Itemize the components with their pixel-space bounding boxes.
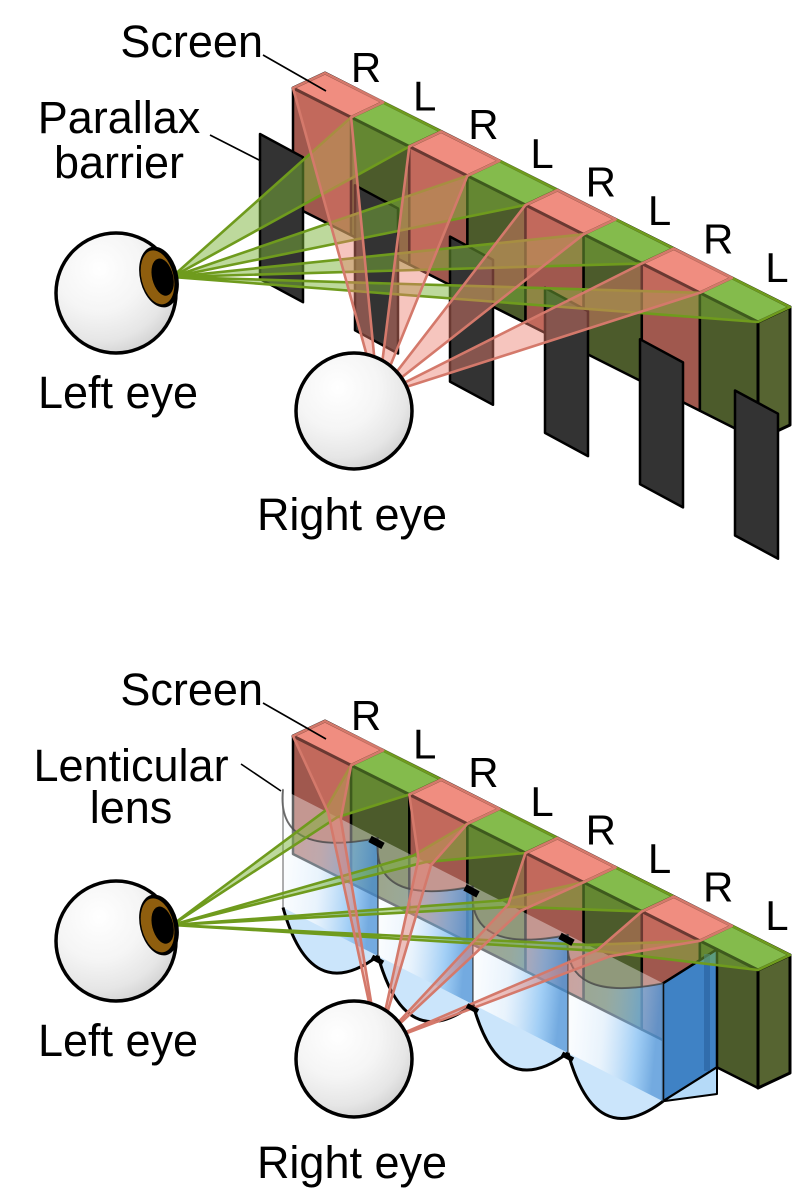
screen-label-top: Screen: [120, 16, 263, 67]
right-eye-light-beam: [376, 836, 617, 1046]
lens-cusp-tick-bottom: [370, 954, 385, 966]
pixel-letter-l: L: [413, 721, 436, 768]
right-eyeball: [294, 999, 414, 1119]
left-eye-light-beam: [170, 101, 443, 279]
lenticular-lens-panel: [54, 719, 792, 1120]
lens-label-line1: Lenticular: [33, 740, 228, 791]
lens-leader-line: [240, 763, 282, 792]
pixel-letter-r: R: [586, 806, 616, 853]
lens-substrate-bottom-face: [662, 1066, 718, 1103]
right-eye-label-bottom: Right eye: [257, 1137, 447, 1188]
pixel-letter-l: L: [648, 835, 671, 882]
barrier-label-line2: barrier: [54, 137, 184, 188]
barrier-slat: [733, 389, 780, 560]
lens-cusp-tick-bottom: [560, 1051, 575, 1063]
right-eye-light-beam: [376, 247, 734, 398]
pixel-letter-l: L: [648, 187, 671, 234]
pupil: [151, 258, 174, 296]
pixel-letter-r: R: [703, 864, 733, 911]
pixel-letter-r: R: [351, 692, 381, 739]
lens-top-cap-arc: [471, 886, 569, 941]
right-eye-label-top: Right eye: [257, 489, 447, 540]
right-eyeball: [294, 351, 414, 471]
lens-cusp-tick: [463, 884, 480, 898]
right-eye-light-beam: [376, 778, 501, 1046]
pixel-letter-r: R: [351, 44, 381, 91]
left-eye-light-beam: [170, 807, 559, 927]
left-eye-light-beam: [170, 748, 443, 927]
barrier-slat: [638, 337, 685, 509]
right-eye-light-beam: [376, 130, 501, 398]
pupil: [151, 906, 174, 944]
screen-label-bottom: Screen: [120, 664, 263, 715]
screen-leader-line-top: [262, 54, 327, 92]
lens-top-cap-arc: [376, 837, 474, 893]
barrier-leader-line: [209, 134, 262, 162]
pixel-letter-l: L: [765, 244, 788, 291]
iris-group: [139, 894, 179, 956]
right-eye-light-beam: [291, 719, 385, 1046]
left-eye-light-beam: [170, 275, 792, 324]
lens-cusp-tick: [558, 932, 575, 946]
pixel-letter-r: R: [468, 749, 498, 796]
pixel-letter-r: R: [703, 216, 733, 263]
pixel-letter-l: L: [765, 892, 788, 939]
pixel-letter-l: L: [413, 73, 436, 120]
parallax-barrier-panel: [54, 71, 792, 560]
iris-group: [139, 246, 179, 308]
lens-cusp-tick: [368, 835, 385, 850]
lens-label-line2: lens: [90, 782, 173, 833]
left-eye-label-top: Left eye: [38, 367, 198, 418]
screen-side-face: [756, 953, 792, 1090]
pixel-letter-l: L: [530, 778, 553, 825]
lens-bottom-cap-arc: [471, 1003, 569, 1072]
right-eye-light-beam: [376, 188, 617, 398]
pixel-letter-l: L: [530, 130, 553, 177]
pixel-letter-r: R: [586, 158, 616, 205]
lens-top-cap: [377, 837, 473, 892]
lens-cusp-tick-bottom: [465, 1003, 480, 1014]
barrier-label-line1: Parallax: [38, 92, 201, 143]
pixel-letter-r: R: [468, 101, 498, 148]
left-eye-light-beam: [170, 865, 676, 927]
lens-bottom-cap-arc: [281, 907, 379, 975]
right-eye-light-beam: [291, 71, 385, 398]
left-eye-label-bottom: Left eye: [38, 1015, 198, 1066]
lens-bottom-cap-arc: [566, 1052, 664, 1120]
screen-leader-line-bottom: [262, 702, 327, 740]
